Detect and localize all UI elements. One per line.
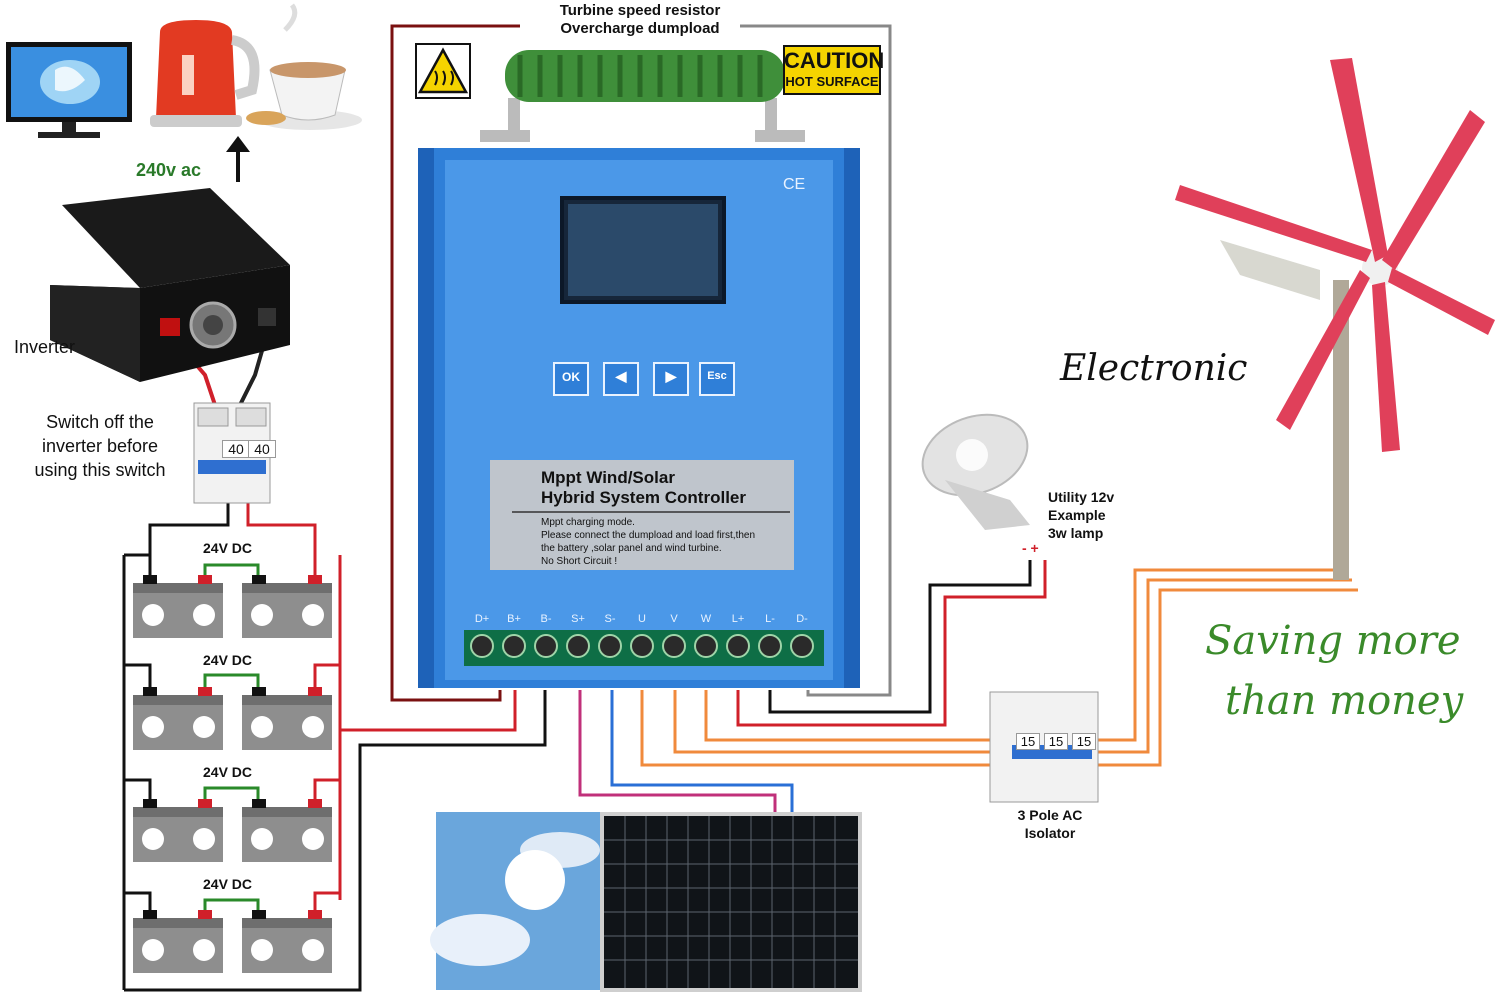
controller-body	[418, 148, 860, 688]
up-arrow-icon	[226, 136, 250, 182]
kettle-icon	[150, 20, 260, 127]
resistor-label-line-1: Turbine speed resistor	[559, 2, 721, 19]
controller-buttons	[553, 362, 735, 396]
dumpload-resistor	[480, 50, 805, 142]
inverter-icon	[50, 188, 290, 382]
switch-note-line-1: Switch off the	[46, 412, 154, 432]
terminal-label: B-	[540, 613, 552, 625]
battery-icon	[242, 687, 332, 750]
terminal-block	[470, 634, 814, 658]
dumpload-wires	[390, 24, 892, 702]
controller-note-2: Please connect the dumpload and load fir…	[541, 530, 756, 541]
caution-sign	[783, 45, 881, 95]
tea-cup-icon	[246, 3, 362, 130]
solar-panel-icon	[600, 812, 862, 992]
resistor-label-line-2: Overcharge dumpload	[560, 20, 720, 37]
isolator-label: 3 Pole AC Isolator	[990, 806, 1110, 842]
controller-esc-button: Esc	[707, 370, 727, 382]
terminal-label: L-	[765, 613, 775, 625]
lamp-label-line-1: Utility 12v	[1048, 489, 1115, 505]
battery-icon	[242, 910, 332, 973]
switch-note-line-3: using this switch	[34, 460, 166, 480]
terminal-label: L+	[731, 613, 745, 625]
isolator-rating-3: 15	[1072, 733, 1096, 750]
isolator-rating-1: 15	[1016, 733, 1040, 750]
terminal-label: D+	[474, 613, 490, 625]
load-wires	[736, 560, 1047, 727]
battery-bank	[133, 575, 332, 973]
inverter-label: Inverter	[14, 337, 76, 357]
controller-note-3: the battery ,solar panel and wind turbin…	[541, 543, 722, 554]
controller-title-line-1: Mppt Wind/Solar	[541, 468, 675, 487]
wind-turbine-icon	[1175, 58, 1495, 580]
controller-ok-button: OK	[562, 370, 580, 384]
battery-icon	[242, 575, 332, 638]
terminal-label: U	[638, 613, 646, 625]
monitor-icon	[6, 42, 132, 138]
controller-left-button: ◀	[615, 368, 627, 384]
electronic-label: Electronic	[1060, 348, 1248, 389]
breaker-rating-2: 40	[248, 440, 276, 458]
battery-group-label: 24V DC	[203, 652, 253, 668]
caution-title: CAUTION	[784, 48, 885, 73]
controller-right-button: ▶	[665, 368, 677, 384]
ce-mark: CE	[783, 176, 806, 193]
controller-title: Mppt Wind/Solar Hybrid System Controller	[541, 468, 746, 508]
controller-notes: Mppt charging mode. Please connect the d…	[541, 516, 755, 568]
solar-wires	[578, 690, 794, 815]
battery-icon	[242, 799, 332, 862]
lamp-label-line-2: Example	[1048, 507, 1106, 523]
lamp-polarity: - +	[1022, 540, 1039, 556]
lamp-label-line-3: 3w lamp	[1048, 525, 1104, 541]
battery-icon	[133, 799, 223, 862]
controller-note-1: Mppt charging mode.	[541, 517, 635, 528]
terminal-label: S+	[571, 613, 585, 625]
controller-title-line-2: Hybrid System Controller	[541, 488, 746, 507]
breaker-rating-1: 40	[222, 440, 250, 458]
switch-note-line-2: inverter before	[41, 436, 159, 456]
battery-icon	[133, 687, 223, 750]
slogan-line-2: than money	[1225, 678, 1464, 724]
terminal-label: S-	[604, 613, 616, 625]
turbine-wires	[640, 568, 1358, 767]
battery-wires	[122, 500, 547, 992]
sun-sky-icon	[430, 812, 602, 990]
lamp-icon	[921, 413, 1030, 530]
caution-subtitle: HOT SURFACE	[785, 74, 879, 89]
battery-group-label: 24V DC	[203, 876, 253, 892]
battery-icon	[133, 910, 223, 973]
lamp-label: Utility 12v Example 3w lamp	[1048, 488, 1114, 542]
hot-surface-warning-icon	[415, 43, 471, 99]
ac-voltage-label: 240v ac	[136, 160, 202, 180]
battery-group-label: 24V DC	[203, 540, 253, 556]
isolator-label-line-2: Isolator	[1024, 825, 1076, 841]
terminal-label: D-	[796, 613, 808, 625]
isolator-rating-2: 15	[1044, 733, 1068, 750]
switch-note: Switch off the inverter before using thi…	[10, 410, 190, 482]
terminal-label: V	[670, 613, 678, 625]
terminal-label: W	[700, 613, 712, 625]
resistor-label: Turbine speed resistor Overcharge dumplo…	[500, 2, 780, 38]
controller-note-4: No Short Circuit !	[541, 556, 618, 567]
terminal-label: B+	[507, 613, 521, 625]
slogan-line-1: Saving more	[1205, 618, 1461, 664]
isolator-label-line-1: 3 Pole AC	[1017, 807, 1083, 823]
battery-icon	[133, 575, 223, 638]
battery-group-label: 24V DC	[203, 764, 253, 780]
